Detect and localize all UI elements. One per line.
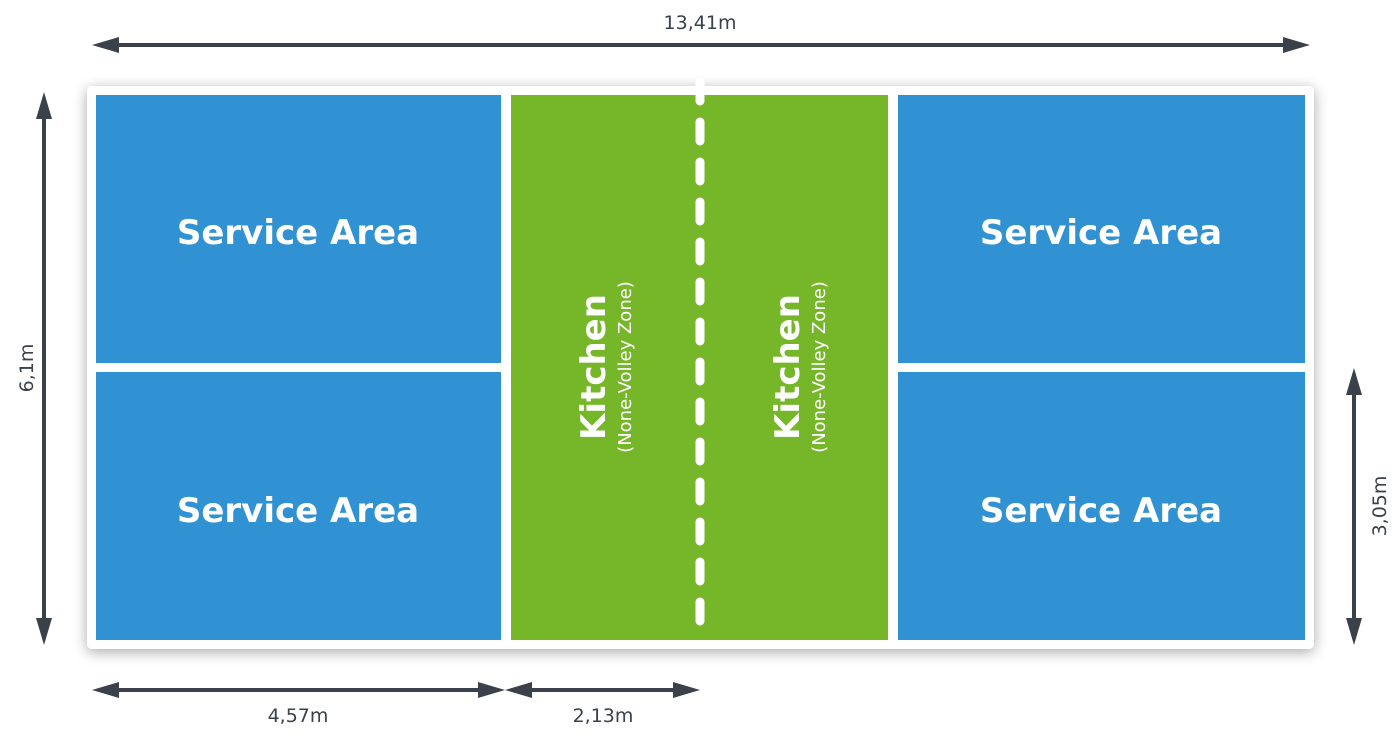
kitchen-title: Kitchen (574, 294, 614, 440)
total-width-label: 6,1m (16, 344, 38, 393)
arrowhead-right-icon (478, 682, 505, 698)
arrowhead-left-icon (92, 37, 119, 53)
kitchen-subtitle: (None-Volley Zone) (809, 281, 830, 453)
arrowhead-down-icon (36, 618, 52, 645)
arrowhead-up-icon (36, 92, 52, 119)
kitchen-title: Kitchen (768, 294, 808, 440)
kitchen-subtitle: (None-Volley Zone) (615, 281, 636, 453)
service-length-arrow (92, 682, 505, 698)
service-area-left-bottom (96, 372, 501, 640)
service-area-left-top (96, 95, 501, 363)
arrowhead-left-icon (92, 682, 119, 698)
half-width-arrow (1346, 368, 1362, 645)
total-length-label: 13,41m (664, 12, 737, 34)
service-area-label: Service Area (177, 213, 419, 253)
arrowhead-right-icon (1283, 37, 1310, 53)
service-area-label: Service Area (980, 213, 1222, 253)
arrowhead-down-icon (1346, 618, 1362, 645)
service-length-label: 4,57m (268, 705, 329, 727)
total-length-arrow (92, 37, 1310, 53)
kitchen-length-label: 2,13m (573, 705, 634, 727)
service-area-label: Service Area (980, 491, 1222, 531)
kitchen-length-arrow (505, 682, 700, 698)
service-area-right-top (898, 95, 1305, 363)
arrowhead-left-icon (505, 682, 532, 698)
service-area-right-bottom (898, 372, 1305, 640)
service-area-label: Service Area (177, 491, 419, 531)
arrowhead-up-icon (1346, 368, 1362, 395)
total-width-arrow (36, 92, 52, 645)
half-width-label: 3,05m (1369, 476, 1391, 537)
arrowhead-right-icon (673, 682, 700, 698)
